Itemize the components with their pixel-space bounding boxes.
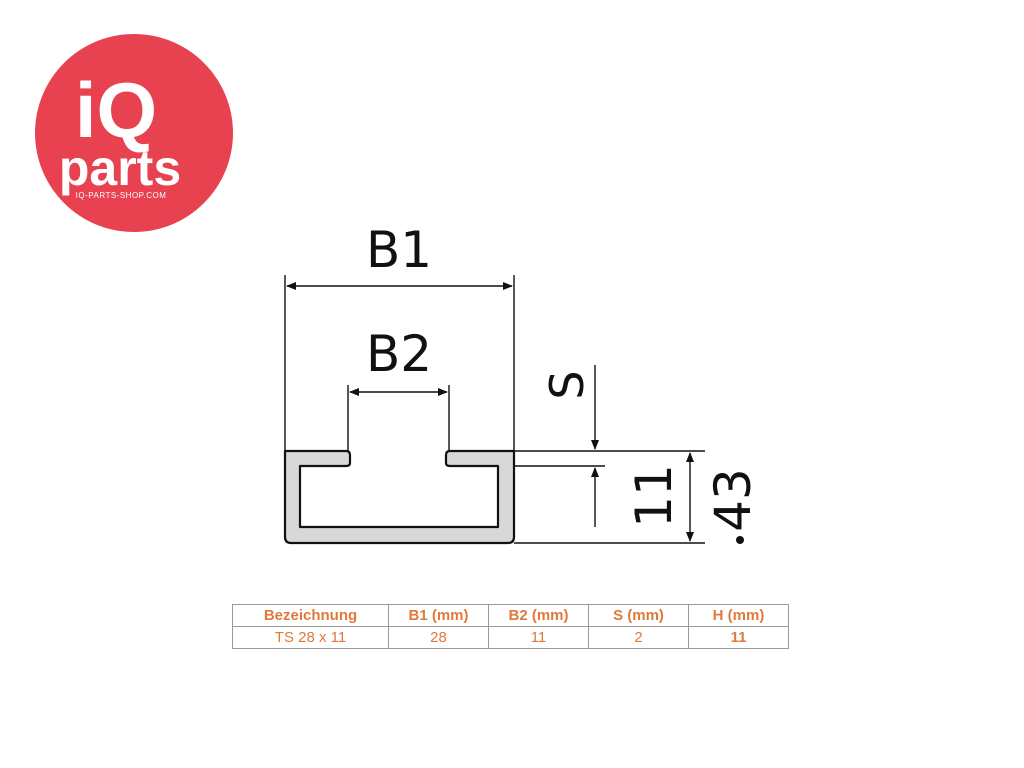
header-b1: B1 (mm) <box>388 604 489 627</box>
logo-text-iq: iQ <box>75 66 157 154</box>
profile-drawing: B1 B2 S 11 43 <box>283 221 762 545</box>
cell-b2: 11 <box>488 626 589 649</box>
cell-b1: 28 <box>388 626 489 649</box>
channel-profile <box>283 449 516 545</box>
table-header-row: Bezeichnung B1 (mm) B2 (mm) S (mm) H (mm… <box>232 604 789 627</box>
h-label: 11 <box>625 464 683 528</box>
cell-bezeichnung: TS 28 x 11 <box>232 626 389 649</box>
header-b2: B2 (mm) <box>488 604 589 627</box>
header-s: S (mm) <box>588 604 689 627</box>
cell-h: 11 <box>688 626 789 649</box>
h2-decimal-point <box>736 536 744 544</box>
spec-table: Bezeichnung B1 (mm) B2 (mm) S (mm) H (mm… <box>232 604 789 649</box>
b1-label: B1 <box>366 221 432 279</box>
logo-text-url: IQ-PARTS-SHOP.COM <box>76 191 167 200</box>
h2-label: 43 <box>704 468 762 532</box>
header-bezeichnung: Bezeichnung <box>232 604 389 627</box>
iq-parts-logo: iQ parts IQ-PARTS-SHOP.COM <box>35 34 233 232</box>
b2-label: B2 <box>366 325 432 383</box>
logo-text-parts: parts <box>59 140 181 196</box>
cell-s: 2 <box>588 626 689 649</box>
header-h: H (mm) <box>688 604 789 627</box>
logo-circle <box>35 34 233 232</box>
table-row: TS 28 x 11 28 11 2 11 <box>232 626 789 649</box>
s-label: S <box>540 370 594 399</box>
